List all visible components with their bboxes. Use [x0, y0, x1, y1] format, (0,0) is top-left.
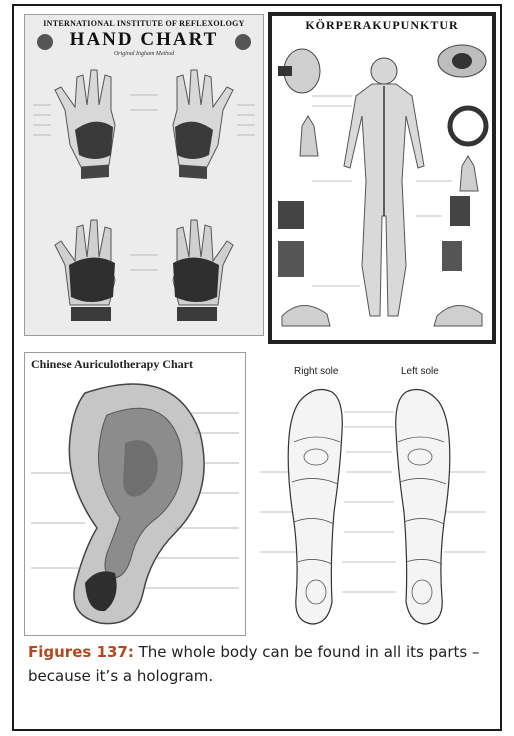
caption-label: Figures 137: — [28, 643, 134, 661]
foot-chart-panel: Right sole Left sole — [254, 362, 492, 632]
body-chart-illustration — [272, 16, 492, 340]
ear-chart-panel: Chinese Auriculotherapy Chart — [24, 352, 246, 636]
hand-illustration-top-left — [55, 70, 115, 179]
hand-illustration-bottom-left — [55, 220, 115, 321]
figure-frame: INTERNATIONAL INSTITUTE OF REFLEXOLOGY H… — [12, 4, 502, 731]
hand-illustration-bottom-right — [173, 220, 233, 321]
figure-caption: Figures 137: The whole body can be found… — [28, 640, 488, 688]
body-chart-panel: KÖRPERAKUPUNKTUR — [268, 12, 496, 344]
ear-chart-illustration — [25, 353, 245, 635]
hand-illustration-top-right — [173, 70, 233, 179]
hand-chart-illustration — [25, 15, 263, 335]
hand-chart-panel: INTERNATIONAL INSTITUTE OF REFLEXOLOGY H… — [24, 14, 264, 336]
foot-chart-illustration — [254, 362, 492, 632]
